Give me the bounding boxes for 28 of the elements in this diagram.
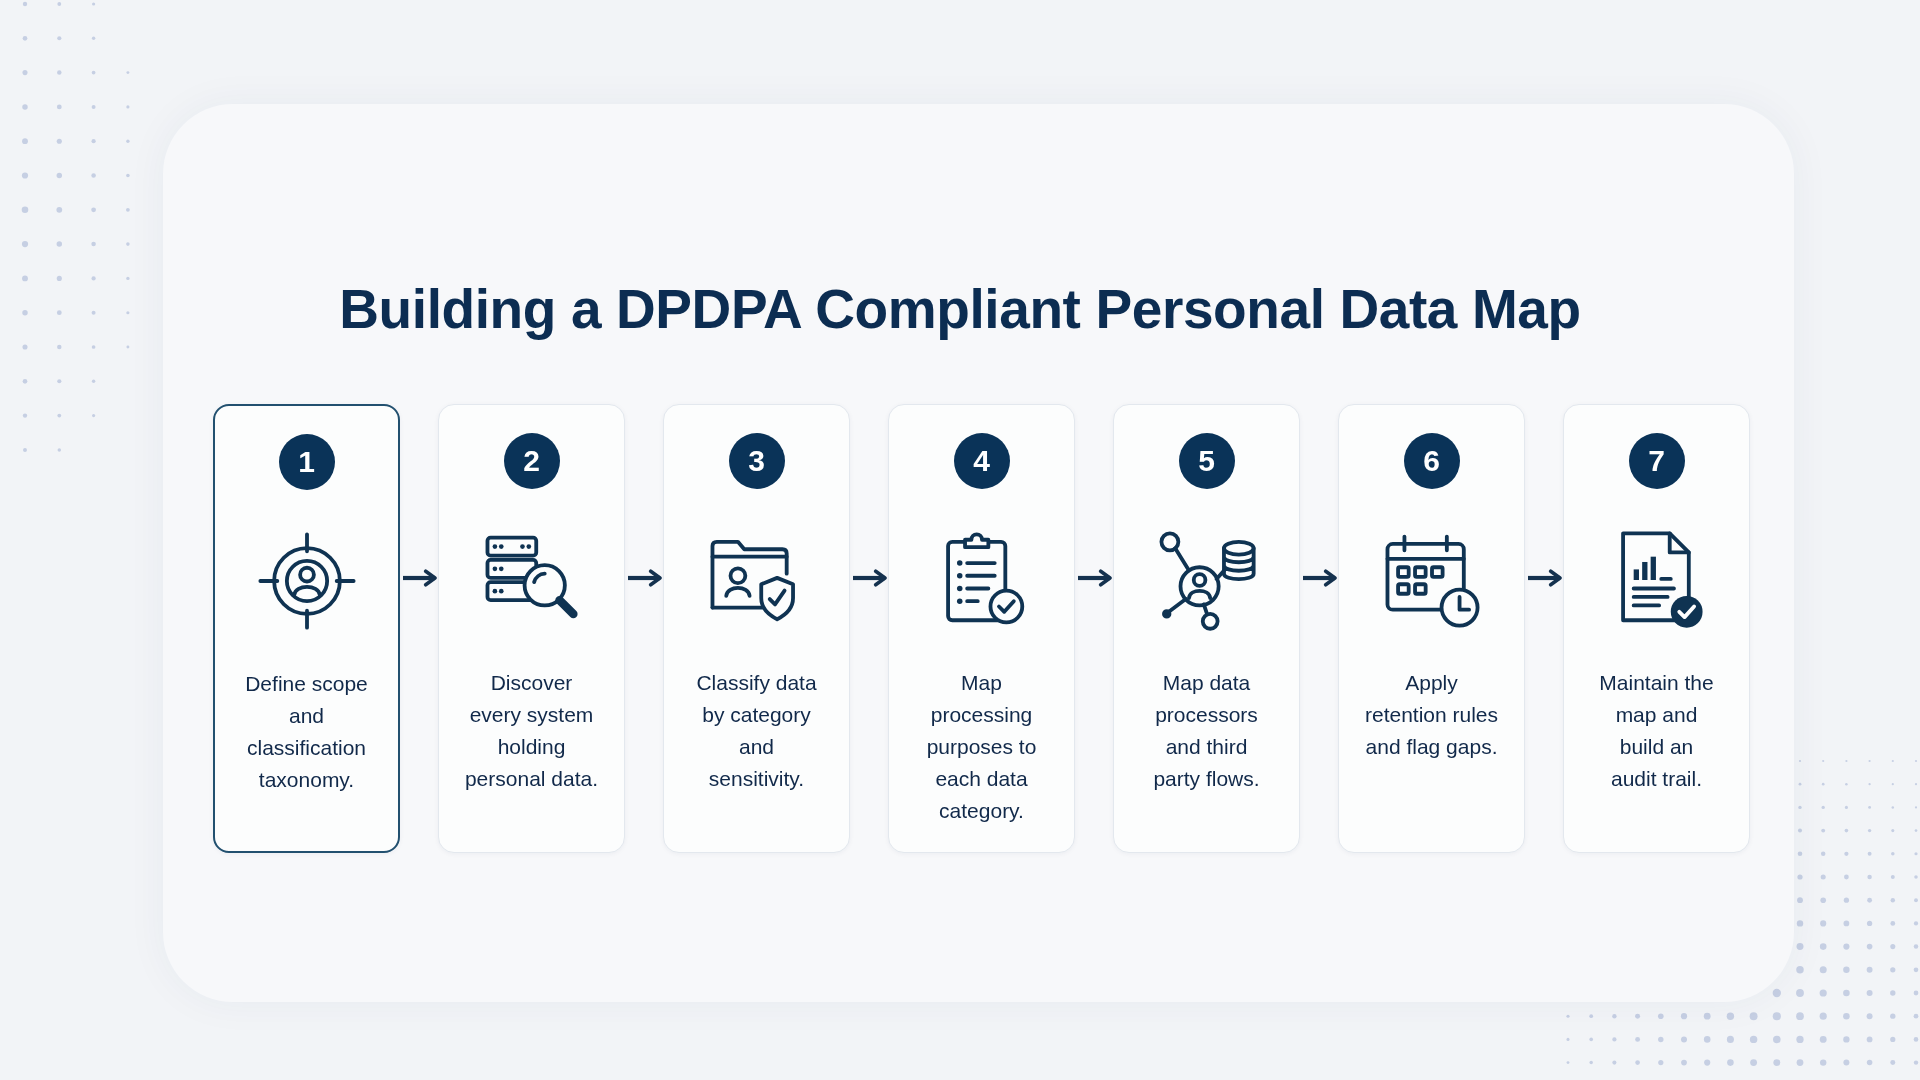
step-number: 5 — [1178, 433, 1235, 489]
step-card — [888, 404, 1075, 853]
step-description: Discover every system holding personal data. — [464, 670, 599, 792]
arrow — [1528, 569, 1562, 587]
step-number: 3 — [728, 433, 785, 489]
step-card — [1563, 404, 1750, 853]
arrow — [1303, 569, 1337, 587]
step-card — [663, 404, 850, 853]
step-description: Map processing purposes to each data category. — [925, 670, 1038, 824]
arrow — [403, 569, 437, 587]
step-description: Apply retention rules and flag gaps. — [1364, 670, 1499, 760]
step-number: 1 — [278, 434, 335, 490]
step-card — [1338, 404, 1525, 853]
step-card — [1113, 404, 1300, 853]
step-description: Classify data by category and sensitivity. — [695, 670, 818, 792]
step-description: Map data processors and third party flows. — [1152, 670, 1261, 792]
step-number: 2 — [503, 433, 560, 489]
step-number: 7 — [1628, 433, 1685, 489]
arrow — [853, 569, 887, 587]
step-description: Maintain the map and build an audit trail. — [1598, 670, 1715, 792]
step-number: 6 — [1403, 433, 1460, 489]
step-card — [438, 404, 625, 853]
title: Building a DPDPA Compliant Personal Data Map — [339, 277, 1581, 342]
step-number: 4 — [953, 433, 1010, 489]
step-description: Define scope and classification taxonomy. — [244, 671, 369, 793]
step-card — [213, 404, 400, 853]
arrow — [1078, 569, 1112, 587]
arrow — [628, 569, 662, 587]
